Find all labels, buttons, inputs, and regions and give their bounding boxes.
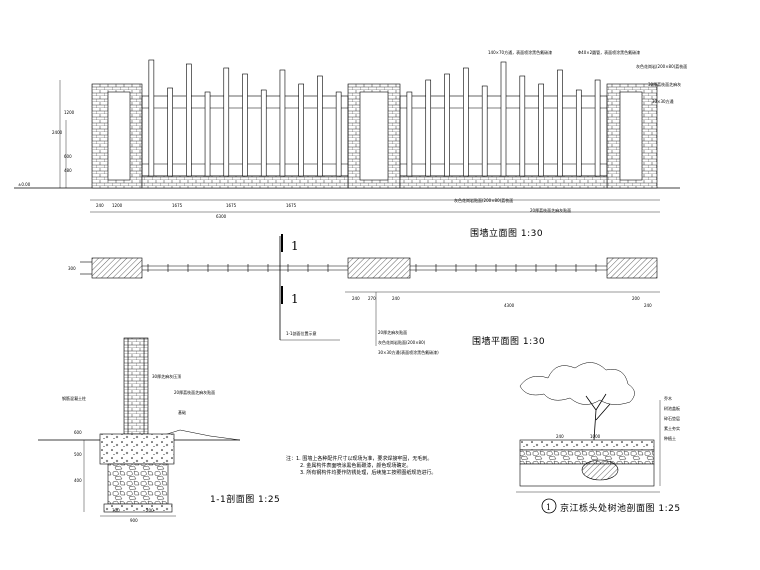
tree-label-4: 素土夯实 — [664, 426, 680, 431]
section-mark-bottom: 1 — [291, 292, 299, 306]
elevation-title: 围墙立面图 1:30 — [470, 229, 544, 239]
section-label-3: 钢筋混凝土柱 — [62, 396, 86, 401]
callout-e5: 灰色花岗岩贴面(200×80)荔枝面 — [454, 198, 514, 203]
fence-post — [223, 67, 230, 177]
fence-post — [298, 83, 304, 177]
dim-h-480: 480 — [64, 168, 72, 173]
dim-total: 6300 — [216, 214, 227, 219]
section-dim-4: 300 — [112, 508, 120, 513]
fence-post — [204, 91, 211, 177]
plan-title: 围墙平面图 1:30 — [472, 337, 546, 347]
callout-e1: 140×70方通，表面喷涂黑色氟碳漆 — [488, 50, 553, 55]
fence-post — [279, 69, 286, 177]
fence-post — [148, 59, 155, 177]
plan-dim-6: 240 — [644, 303, 652, 308]
legend-1: 20厚芝麻灰贴面 — [378, 330, 408, 335]
callout-e7: 30×30方通 — [652, 99, 674, 104]
fence-post — [538, 83, 544, 177]
section-dim-6: 900 — [130, 518, 138, 523]
section-dim-1: 600 — [74, 430, 82, 435]
fence-post — [481, 85, 488, 177]
dim-1200: 1200 — [112, 203, 123, 208]
tree-pit-title: 京江栎头处树池剖面图 1:25 — [560, 504, 681, 514]
dim-h-1200: 1200 — [64, 110, 75, 115]
note-line-2: 2. 金属构件表面喷涂黑色氟碳漆，颜色现场确定。 — [300, 463, 412, 470]
tree-label-2: 树池盖板 — [664, 406, 680, 411]
notes-block: 注：1. 围墙上各种配件尺寸以现场为准，要求焊接牢固，无毛刺。 2. 金属构件表… — [286, 456, 436, 478]
callout-e6: 20厚荔枝面芝麻灰贴面 — [530, 208, 572, 213]
tree-dim-2: 1000 — [590, 434, 601, 439]
dim-1675-b: 1675 — [226, 203, 237, 208]
elevation-drawing — [14, 59, 680, 213]
plan-dim-3: 240 — [392, 296, 400, 301]
dim-1675-c: 1675 — [286, 203, 297, 208]
fence-post — [594, 79, 601, 177]
legend-2: 灰色花岗岩贴面(200×80) — [378, 340, 426, 345]
dim-h-600: 600 — [64, 154, 72, 159]
section-label-1: 30厚芝麻灰压顶 — [152, 374, 182, 379]
fence-post — [317, 75, 323, 177]
fence-post — [167, 87, 173, 177]
section-label-2: 20厚荔枝面芝麻灰贴面 — [174, 390, 216, 395]
fence-post — [425, 79, 432, 177]
fence-post — [242, 73, 248, 177]
plan-callout-1: 1-1剖面位置示意 — [286, 331, 317, 336]
tree-pit-drawing — [516, 362, 661, 493]
plan-dim-width: 300 — [68, 266, 76, 271]
section-mark-top: 1 — [291, 239, 299, 253]
section-title: 1-1剖面图 1:25 — [210, 495, 281, 505]
note-line-1: 注：1. 围墙上各种配件尺寸以现场为准，要求焊接牢固，无毛刺。 — [286, 456, 433, 462]
callout-e2: Φ40×2圆管，表面喷涂黑色氟碳漆 — [578, 50, 641, 55]
tree-pit-index-circle — [541, 498, 557, 514]
section-dim-2: 500 — [74, 452, 82, 457]
plan-dim-1: 240 — [352, 296, 360, 301]
tree-pit-index: 1 — [546, 503, 551, 512]
callout-e4: 30厚荔枝面芝麻灰 — [648, 82, 682, 87]
fence-post — [557, 69, 563, 177]
callout-e3: 灰色花岗岩(200×80)荔枝面 — [636, 64, 688, 69]
fence-post — [463, 67, 469, 177]
plan-dim-4: 4300 — [504, 303, 515, 308]
plan-dim-2: 270 — [368, 296, 376, 301]
fence-post — [335, 91, 342, 177]
tree-label-5: 种植土 — [664, 436, 676, 441]
plan-drawing — [80, 234, 660, 346]
dim-240: 240 — [96, 203, 104, 208]
fence-post — [444, 73, 450, 177]
ground-label: ±0.00 — [18, 182, 31, 187]
dim-h-2400: 2400 — [52, 130, 63, 135]
fence-post — [186, 63, 192, 177]
section-dim-5: 200 — [146, 508, 154, 513]
tree-dim-1: 240 — [556, 434, 564, 439]
tree-label-1: 乔木 — [664, 396, 672, 401]
legend-3: 30×30方通(表面喷涂黑色氟碳漆) — [378, 350, 439, 355]
section-dim-3: 400 — [74, 478, 82, 483]
fence-post — [406, 91, 413, 177]
fence-post — [519, 75, 526, 177]
fence-post — [500, 61, 507, 177]
section-drawing — [38, 337, 241, 517]
fence-post — [260, 89, 267, 177]
tree-label-3: 碎石垫层 — [664, 416, 680, 421]
fence-post — [575, 89, 582, 177]
dim-1675-a: 1675 — [172, 203, 183, 208]
note-line-3: 3. 所有钢构件均要作防锈处理，后续施工按照图纸规范进行。 — [300, 470, 437, 477]
plan-dim-5: 200 — [632, 296, 640, 301]
section-label-4: 基础 — [178, 410, 186, 415]
